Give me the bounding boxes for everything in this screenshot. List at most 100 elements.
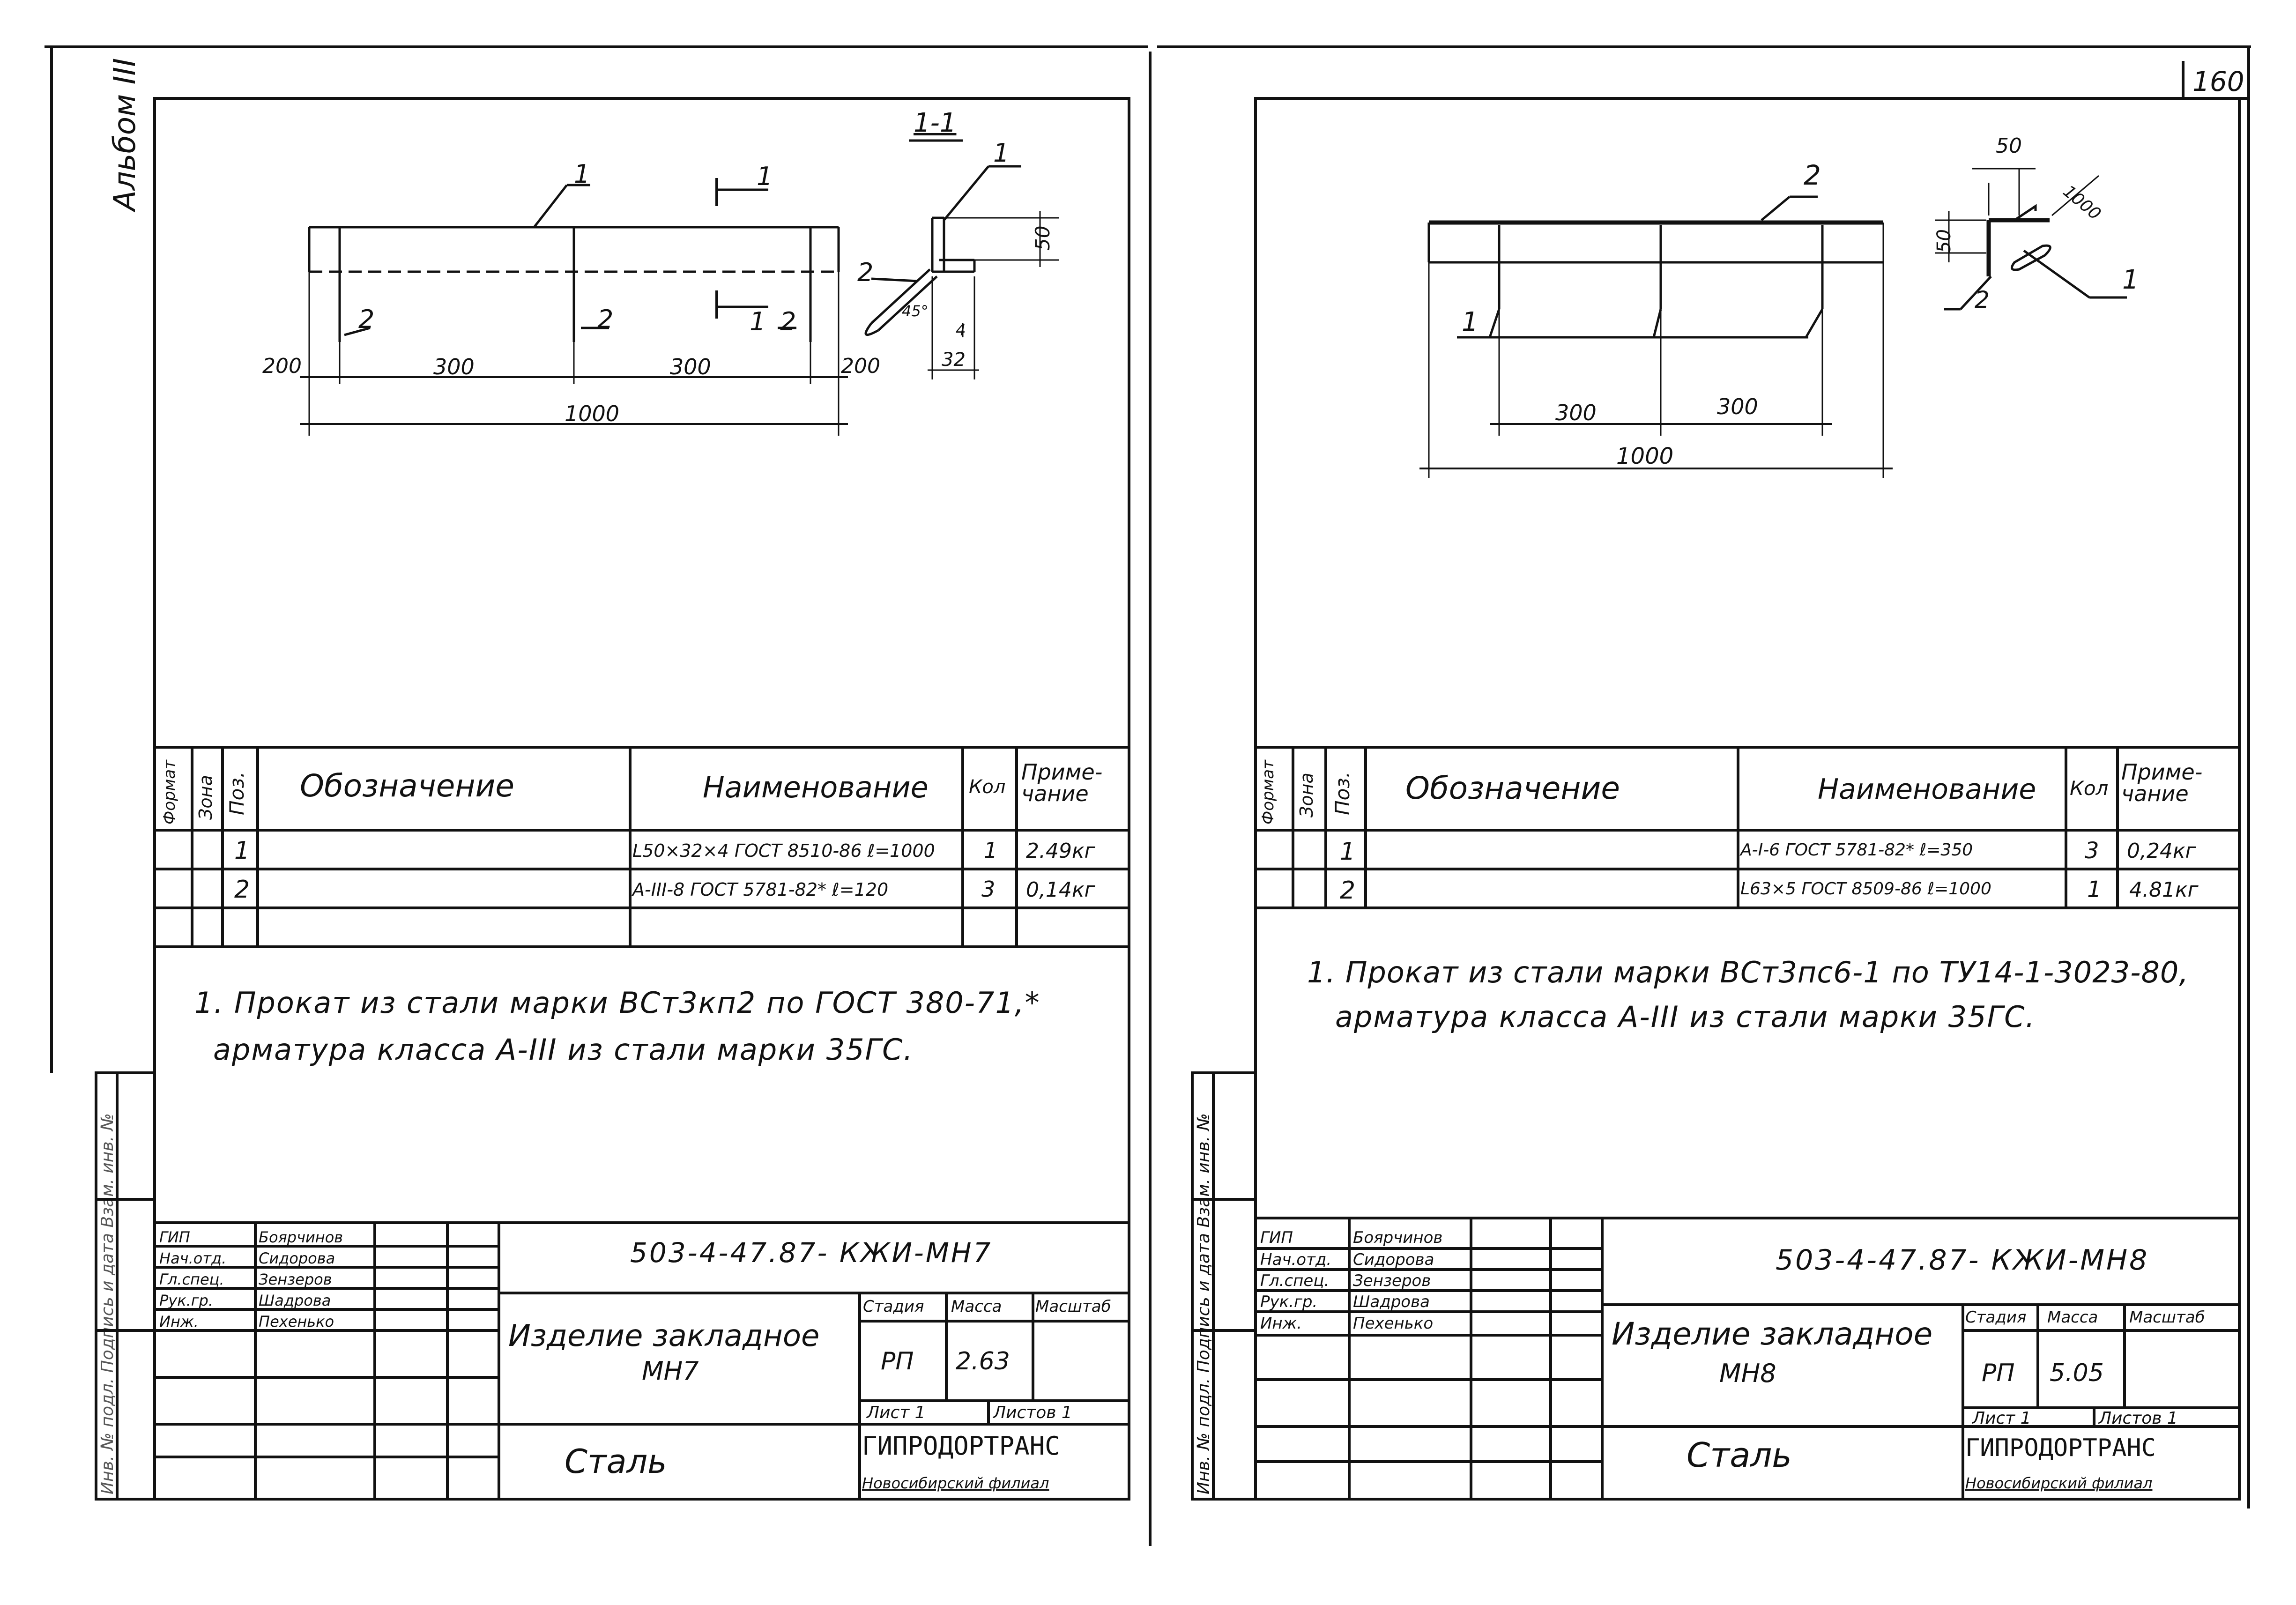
left-callout-pos2-b: 2 — [597, 305, 614, 334]
left-spec-row1-pos: 1 — [234, 837, 250, 865]
left-spec-header-name: Наименование — [703, 770, 929, 804]
right-note-line1: 1. Прокат из стали марки ВСт3пс6-1 по ТУ… — [1307, 955, 2189, 989]
left-tb-role-4: Инж. — [159, 1313, 199, 1330]
left-dim-200-right: 200 — [841, 354, 880, 378]
right-tb-role-3: Рук.гр. — [1260, 1293, 1318, 1311]
right-tb-role-0: ГИП — [1260, 1228, 1293, 1247]
left-tb-sheets: Листов 1 — [993, 1403, 1072, 1422]
right-tb-branch: Новосибирский филиал — [1965, 1474, 2153, 1492]
left-tb-mass-header: Масса — [951, 1297, 1002, 1316]
left-tb-role-2: Гл.спец. — [159, 1271, 224, 1288]
right-callout-sec-pos2: 2 — [1975, 286, 1990, 313]
left-section-label: 1-1 — [914, 108, 957, 138]
right-tb-name-4: Пехенько — [1353, 1314, 1434, 1333]
left-callout-pos1: 1 — [574, 159, 590, 189]
right-spec-header-format: Формат — [1259, 760, 1278, 825]
left-tb-name-1: Сидорова — [259, 1249, 335, 1267]
right-spec-row2-pos: 2 — [1340, 877, 1356, 905]
left-tb-name-3: Шадрова — [259, 1292, 331, 1309]
left-dim-50: 50 — [1031, 225, 1054, 251]
right-tb-code: 503-4-47.87- КЖИ-МН8 — [1776, 1244, 2149, 1277]
right-spec-row1-note: 0,24кг — [2127, 839, 2196, 863]
left-side-stamp: Инв. № подл. Подпись и дата Взам. инв. № — [98, 1113, 117, 1494]
left-dim-32: 32 — [942, 349, 966, 371]
left-dim-200-left: 200 — [262, 354, 302, 378]
left-spec-header-format: Формат — [160, 760, 179, 825]
left-tb-role-0: ГИП — [159, 1228, 190, 1246]
right-tb-role-2: Гл.спец. — [1260, 1271, 1330, 1290]
left-dim-300-b: 300 — [670, 354, 711, 379]
right-tb-scale-header: Масштаб — [2129, 1308, 2205, 1327]
right-tb-stage: РП — [1982, 1359, 2015, 1387]
right-callout-pos2-top: 2 — [1804, 159, 1821, 191]
right-spec-header-pos: Поз. — [1331, 772, 1354, 815]
right-spec-header-note: Приме- чание — [2121, 759, 2203, 806]
right-dim-300-b: 300 — [1717, 394, 1758, 419]
left-tb-branch: Новосибирский филиал — [862, 1474, 1049, 1492]
left-callout-sec-mark-top: 1 — [757, 162, 773, 191]
left-spec-row2-qty: 3 — [981, 877, 996, 902]
left-tb-stage: РП — [881, 1347, 914, 1375]
left-callout-sec-pos1: 1 — [993, 138, 1010, 168]
left-tb-product-title: Изделие закладное — [508, 1319, 820, 1353]
left-spec-row2-name: А-III-8 ГОСТ 5781-82* ℓ=120 — [632, 879, 889, 900]
right-tb-name-3: Шадрова — [1353, 1293, 1430, 1311]
left-dim-1000: 1000 — [565, 401, 620, 426]
right-tb-sheet: Лист 1 — [1972, 1409, 2031, 1428]
left-note-line1: 1. Прокат из стали марки ВСт3кп2 по ГОСТ… — [194, 986, 1040, 1020]
album-label: Альбом III — [108, 58, 142, 211]
right-dim-50-side: 50 — [1933, 229, 1955, 253]
right-tb-stage-header: Стадия — [1965, 1308, 2027, 1327]
right-dim-50-top: 50 — [1996, 134, 2022, 158]
left-spec-header-qty: Кол — [969, 776, 1006, 798]
left-callout-sec-pos2: 2 — [857, 258, 874, 287]
right-spec-header-designation: Обозначение — [1405, 770, 1620, 806]
right-callout-pos1-a: 1 — [1462, 307, 1479, 337]
left-tb-org: ГИПРОДОРТРАНС — [862, 1431, 1060, 1461]
left-tb-code: 503-4-47.87- КЖИ-МН7 — [630, 1237, 993, 1269]
right-drawing-geometry — [1419, 168, 2127, 478]
left-callout-sec-mark-bot: 1 — [750, 307, 766, 336]
left-spec-header-pos: Поз. — [225, 772, 248, 815]
left-tb-product-mark: МН7 — [642, 1356, 699, 1386]
left-drawing-geometry — [300, 139, 1059, 436]
left-callout-pos2-a: 2 — [358, 305, 375, 334]
right-spec-row2-note: 4.81кг — [2129, 878, 2199, 902]
left-tb-name-4: Пехенько — [259, 1313, 334, 1330]
left-spec-header-note: Приме- чание — [1021, 759, 1103, 806]
left-dim-4: 4 — [956, 321, 966, 340]
right-callout-pos1-b: 1 — [2122, 265, 2139, 295]
right-spec-header-zone: Зона — [1296, 773, 1317, 817]
right-tb-material: Сталь — [1687, 1435, 1792, 1475]
left-spec-row1-qty: 1 — [984, 838, 998, 863]
right-spec-header-name: Наименование — [1818, 773, 2036, 806]
left-spec-header-designation: Обозначение — [300, 768, 514, 804]
right-tb-product-mark: МН8 — [1719, 1359, 1776, 1388]
left-dim-45: 45° — [902, 302, 929, 320]
left-tb-sheet: Лист 1 — [867, 1403, 926, 1422]
left-note-line2: арматура класса А-III из стали марки 35Г… — [213, 1033, 914, 1067]
right-tb-name-0: Боярчинов — [1353, 1228, 1443, 1247]
right-dim-300-a: 300 — [1555, 400, 1597, 425]
left-callout-pos2-c: 2 — [780, 307, 796, 336]
left-tb-name-0: Боярчинов — [259, 1228, 343, 1246]
right-tb-role-1: Нач.отд. — [1260, 1250, 1332, 1269]
left-tb-role-1: Нач.отд. — [159, 1249, 227, 1267]
right-dim-1000: 1000 — [1616, 443, 1674, 469]
right-spec-row1-qty: 3 — [2085, 838, 2099, 864]
right-tb-name-2: Зензеров — [1353, 1271, 1431, 1290]
left-spec-row2-pos: 2 — [234, 876, 250, 904]
right-tb-product-title: Изделие закладное — [1612, 1316, 1933, 1352]
right-tb-sheets: Листов 1 — [2099, 1409, 2178, 1428]
right-spec-row2-qty: 1 — [2087, 877, 2102, 903]
right-note-line2: арматура класса А-III из стали марки 35Г… — [1335, 1000, 2036, 1034]
left-tb-stage-header: Стадия — [863, 1297, 924, 1316]
right-spec-row1-name: А-I-6 ГОСТ 5781-82* ℓ=350 — [1740, 840, 1973, 860]
left-dim-300-a: 300 — [433, 354, 475, 379]
right-spec-header-qty: Кол — [2070, 777, 2109, 800]
right-spec-row2-name: L63×5 ГОСТ 8509-86 ℓ=1000 — [1740, 879, 1991, 899]
right-tb-org: ГИПРОДОРТРАНС — [1965, 1434, 2156, 1462]
left-spec-row2-note: 0,14кг — [1026, 878, 1095, 902]
left-tb-role-3: Рук.гр. — [159, 1292, 214, 1309]
right-tb-mass: 5.05 — [2050, 1359, 2104, 1387]
